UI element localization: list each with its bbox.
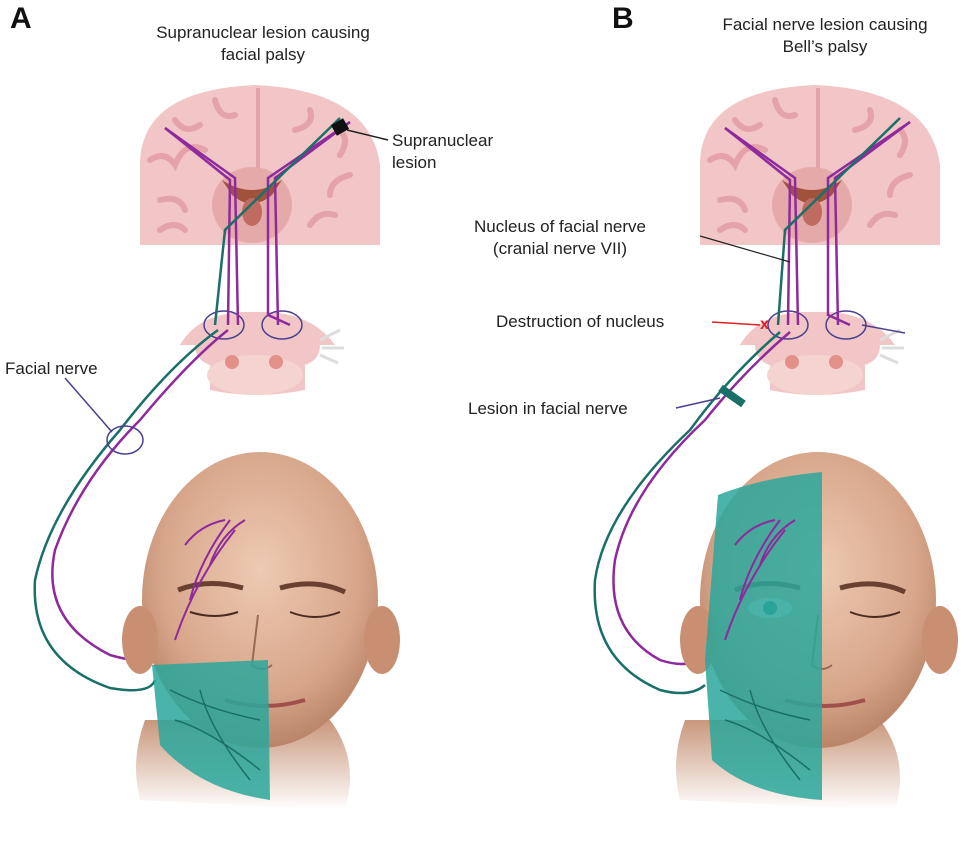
panel-a-title: Supranuclear lesion causing facial palsy (118, 22, 408, 66)
supranuclear-lesion-label-line2: lesion (392, 153, 437, 172)
facial-nerve-lesion-marker (718, 384, 746, 408)
head-a (122, 452, 400, 810)
nucleus-label-line1: Nucleus of facial nerve (474, 217, 646, 236)
destruction-x-marker: x (760, 316, 769, 333)
panel-a-letter: A (10, 2, 32, 35)
paralysis-region-b (705, 472, 822, 800)
facial-nerve-ring-a (106, 425, 144, 455)
panel-b-title-line2: Bell’s palsy (782, 37, 868, 56)
supranuclear-lesion-label: Supranuclear lesion (392, 130, 493, 174)
nerve-tracts-a (33, 117, 351, 692)
panel-a (33, 85, 400, 810)
panel-a-title-line2: facial palsy (220, 45, 306, 64)
panel-b-title-line1: Facial nerve lesion causing (722, 15, 928, 34)
brainstem-a (180, 310, 344, 395)
supranuclear-lesion-marker (330, 118, 350, 136)
nerve-tracts-b (593, 117, 911, 695)
destruction-label: Destruction of nucleus (496, 312, 665, 331)
panel-b-title: Facial nerve lesion causing Bell’s palsy (690, 14, 960, 58)
brain-section-a (140, 85, 380, 245)
nucleus-label-line2: (cranial nerve VII) (492, 239, 628, 258)
head-b (676, 452, 958, 810)
supranuclear-lesion-label-line1: Supranuclear (392, 131, 494, 150)
lesion-in-nerve-label: Lesion in facial nerve (468, 399, 628, 418)
facial-nerve-label: Facial nerve (5, 359, 98, 378)
panel-b: x (593, 85, 958, 810)
panel-a-title-line1: Supranuclear lesion causing (156, 23, 370, 42)
panel-b-letter: B (612, 2, 634, 35)
nucleus-label: Nucleus of facial nerve (cranial nerve V… (474, 216, 646, 260)
brain-section-b (700, 85, 940, 245)
